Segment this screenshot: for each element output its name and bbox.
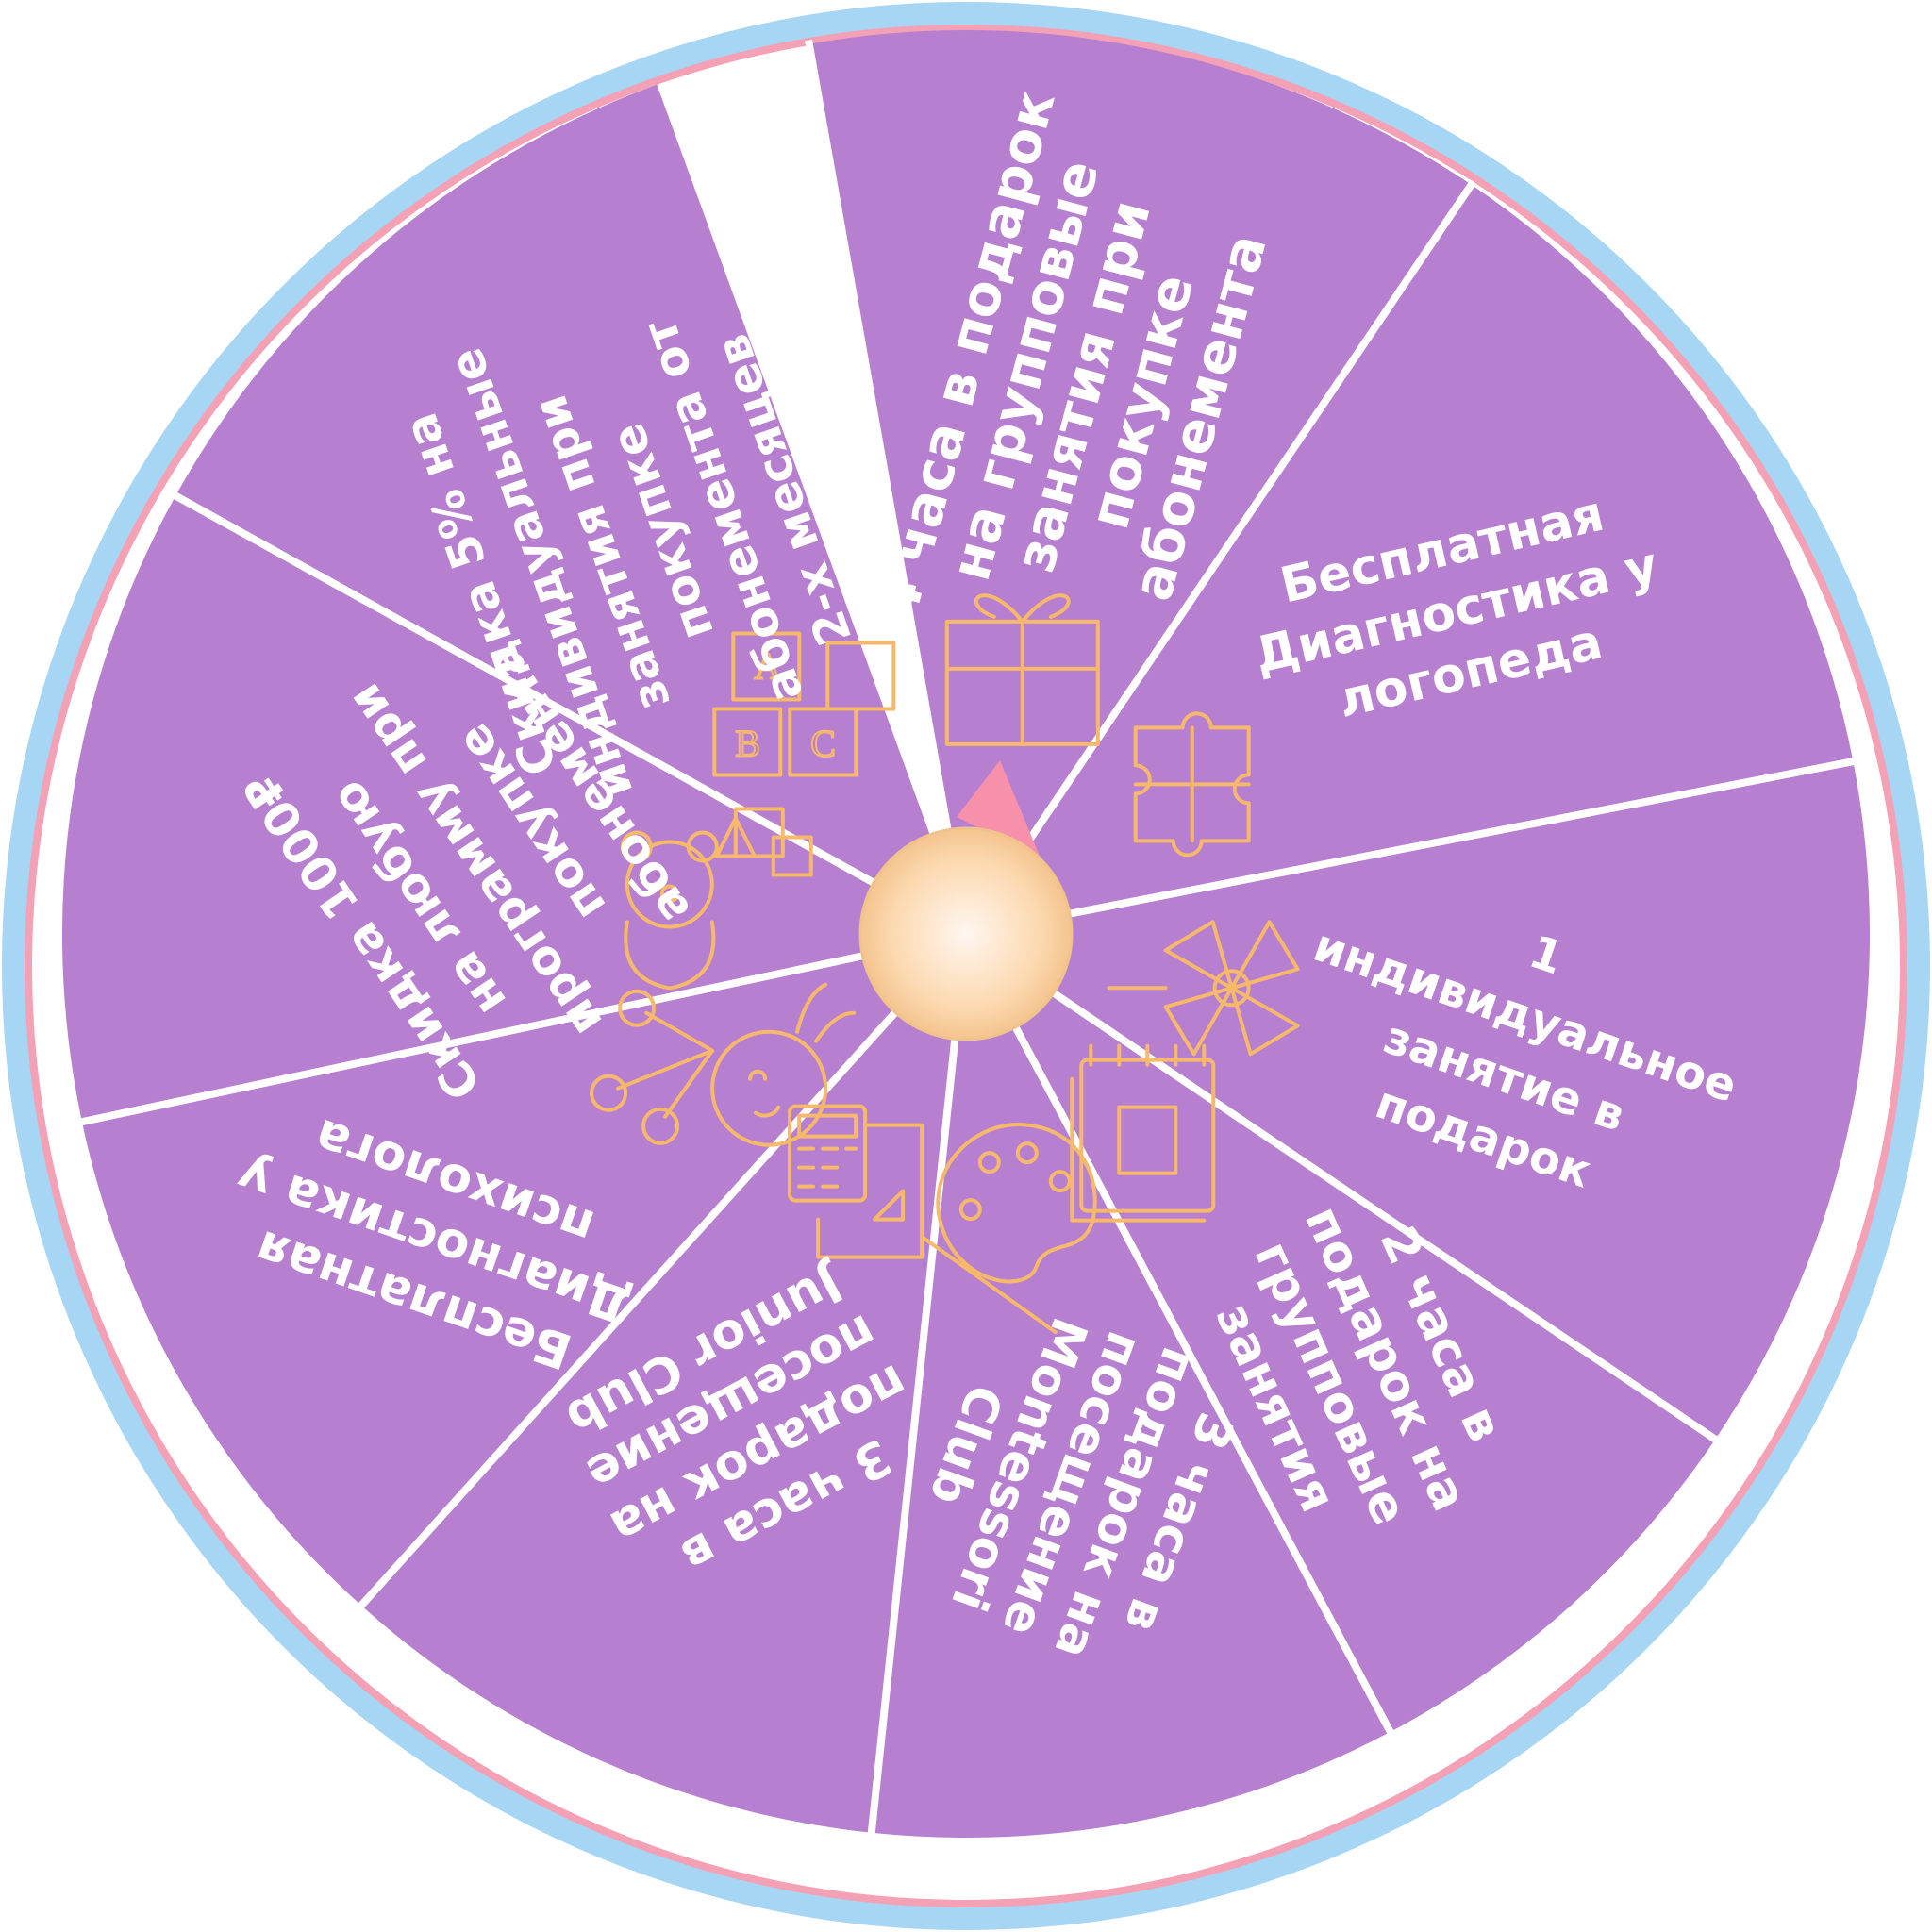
wheel-segment xyxy=(361,934,966,1833)
segment-label: 3 часа вподарок напосещениеJunior Club xyxy=(546,1249,943,1607)
wheel-segments xyxy=(61,30,1870,1839)
spin-hub-button[interactable] xyxy=(858,826,1074,1041)
calculator-icon xyxy=(788,1104,924,1259)
segment-divider xyxy=(963,930,1721,1445)
pinwheel-icon xyxy=(1107,920,1300,1057)
segment-divider xyxy=(962,932,1396,1738)
segment-divider xyxy=(965,757,1858,938)
wheel-segment xyxy=(175,84,967,935)
brain-icon xyxy=(590,982,857,1147)
segment-divider xyxy=(170,491,968,938)
segment-divider xyxy=(356,931,969,1611)
segment-divider xyxy=(962,179,1477,937)
svg-text:C: C xyxy=(810,723,836,765)
wheel-segment xyxy=(808,30,1472,934)
segment-divider xyxy=(77,930,967,1126)
wheel-dividers xyxy=(77,39,1858,1838)
notebook-icon xyxy=(1070,1043,1216,1223)
segment-divider xyxy=(867,933,970,1838)
wheel-icons: AB C xyxy=(590,593,1300,1335)
svg-text:A: A xyxy=(754,645,781,688)
wheel-segment xyxy=(966,184,1854,935)
pointer-arrow xyxy=(957,760,1041,860)
abc-blocks-icon: AB C xyxy=(712,631,896,777)
wheel-segment xyxy=(81,934,966,1606)
wheel-segment xyxy=(61,495,966,1123)
puzzle-icon xyxy=(1133,711,1251,858)
segment-divider xyxy=(805,39,970,935)
svg-text:B: B xyxy=(735,723,760,765)
gift-icon xyxy=(944,593,1100,746)
teddy-bear-icon xyxy=(620,807,813,991)
wheel-segment xyxy=(966,934,1716,1732)
wheel-segment xyxy=(871,934,1391,1839)
palette-icon xyxy=(921,1123,1097,1335)
wheel-segment xyxy=(966,761,1870,1440)
